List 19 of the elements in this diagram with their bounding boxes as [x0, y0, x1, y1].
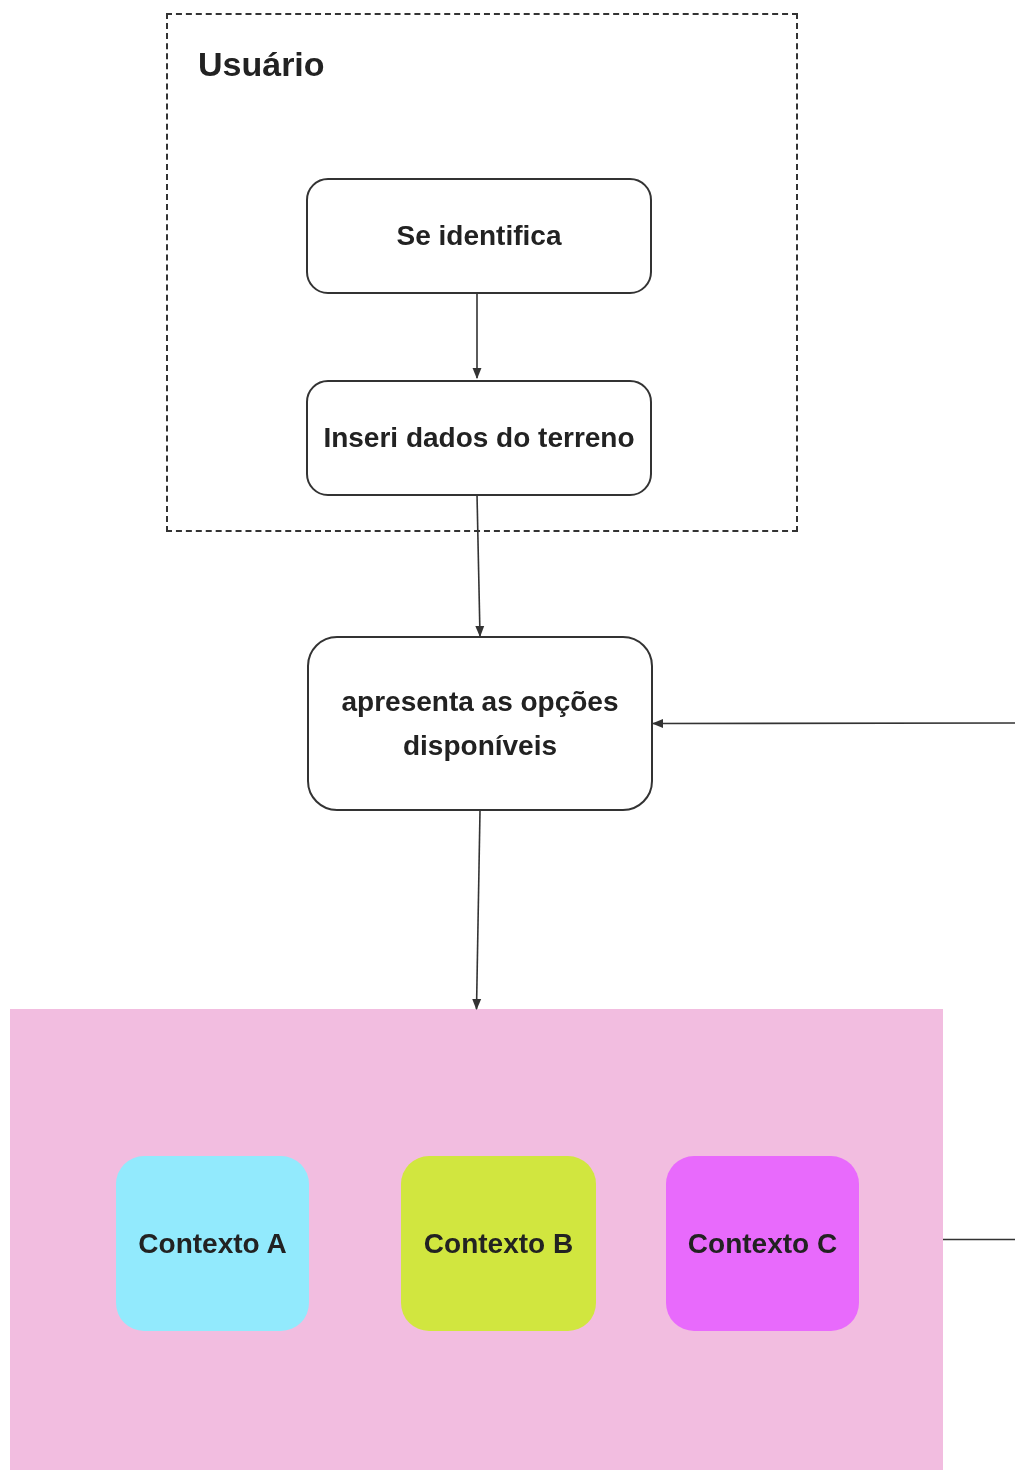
node-label: Contexto B: [423, 1226, 574, 1261]
context-card: [116, 1156, 309, 1331]
process-box: [306, 380, 652, 496]
arrow: [472, 291, 482, 380]
group-title: Usuário: [198, 44, 325, 85]
arrow: [651, 719, 1015, 728]
group-frame: [166, 13, 798, 532]
process-box: [307, 636, 653, 811]
context-area: [10, 1009, 943, 1470]
context-card: [666, 1156, 859, 1331]
node-label: Se identifica: [396, 219, 562, 253]
node-label: Inseri dados do terreno: [323, 421, 635, 455]
node-label: apresenta as opções disponíveis: [340, 684, 620, 763]
node-label: Contexto C: [687, 1226, 838, 1261]
node-label: Contexto A: [138, 1226, 287, 1261]
arrow: [475, 493, 485, 638]
process-box: [306, 178, 652, 294]
context-card: [401, 1156, 596, 1331]
arrow: [472, 810, 482, 1011]
